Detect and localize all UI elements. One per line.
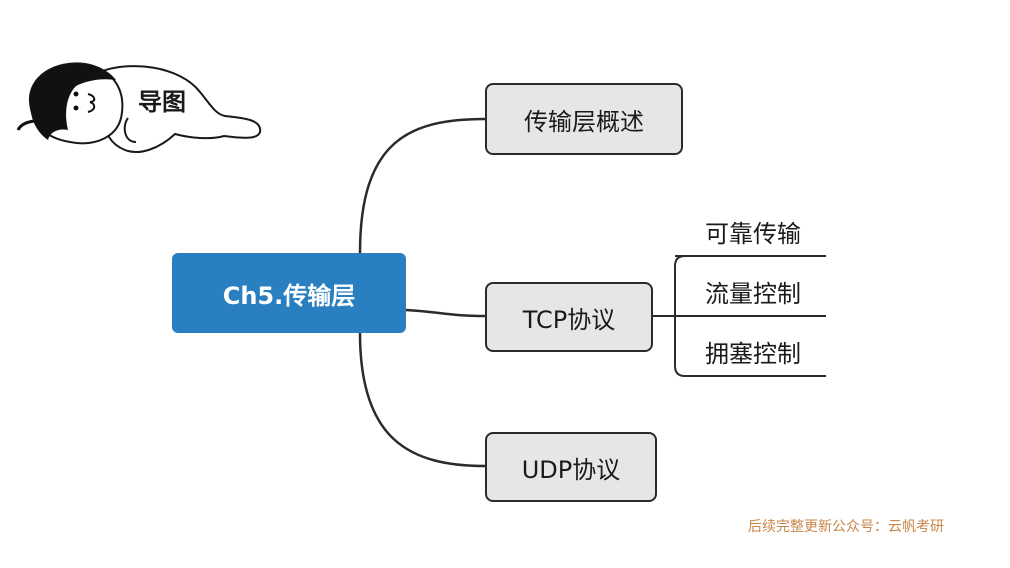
leaf-node-flow-control[interactable]: 流量控制	[705, 280, 801, 308]
watermark-text: 后续完整更新公众号：云帆考研	[748, 519, 944, 535]
connector-root-tcp	[405, 308, 486, 318]
mascot-label: 导图	[138, 88, 186, 116]
connector-root-udp	[358, 332, 486, 468]
leaf-node-reliable-transfer[interactable]: 可靠传输	[705, 220, 801, 248]
root-node[interactable]: Ch5.传输层	[172, 253, 406, 333]
lying-mascot-illustration	[16, 62, 262, 153]
connector-root-overview	[358, 117, 486, 254]
branch-node-overview[interactable]: 传输层概述	[485, 83, 683, 155]
leaf-node-congestion-control[interactable]: 拥塞控制	[705, 340, 801, 368]
branch-node-udp[interactable]: UDP协议	[485, 432, 657, 502]
branch-node-tcp[interactable]: TCP协议	[485, 282, 653, 352]
